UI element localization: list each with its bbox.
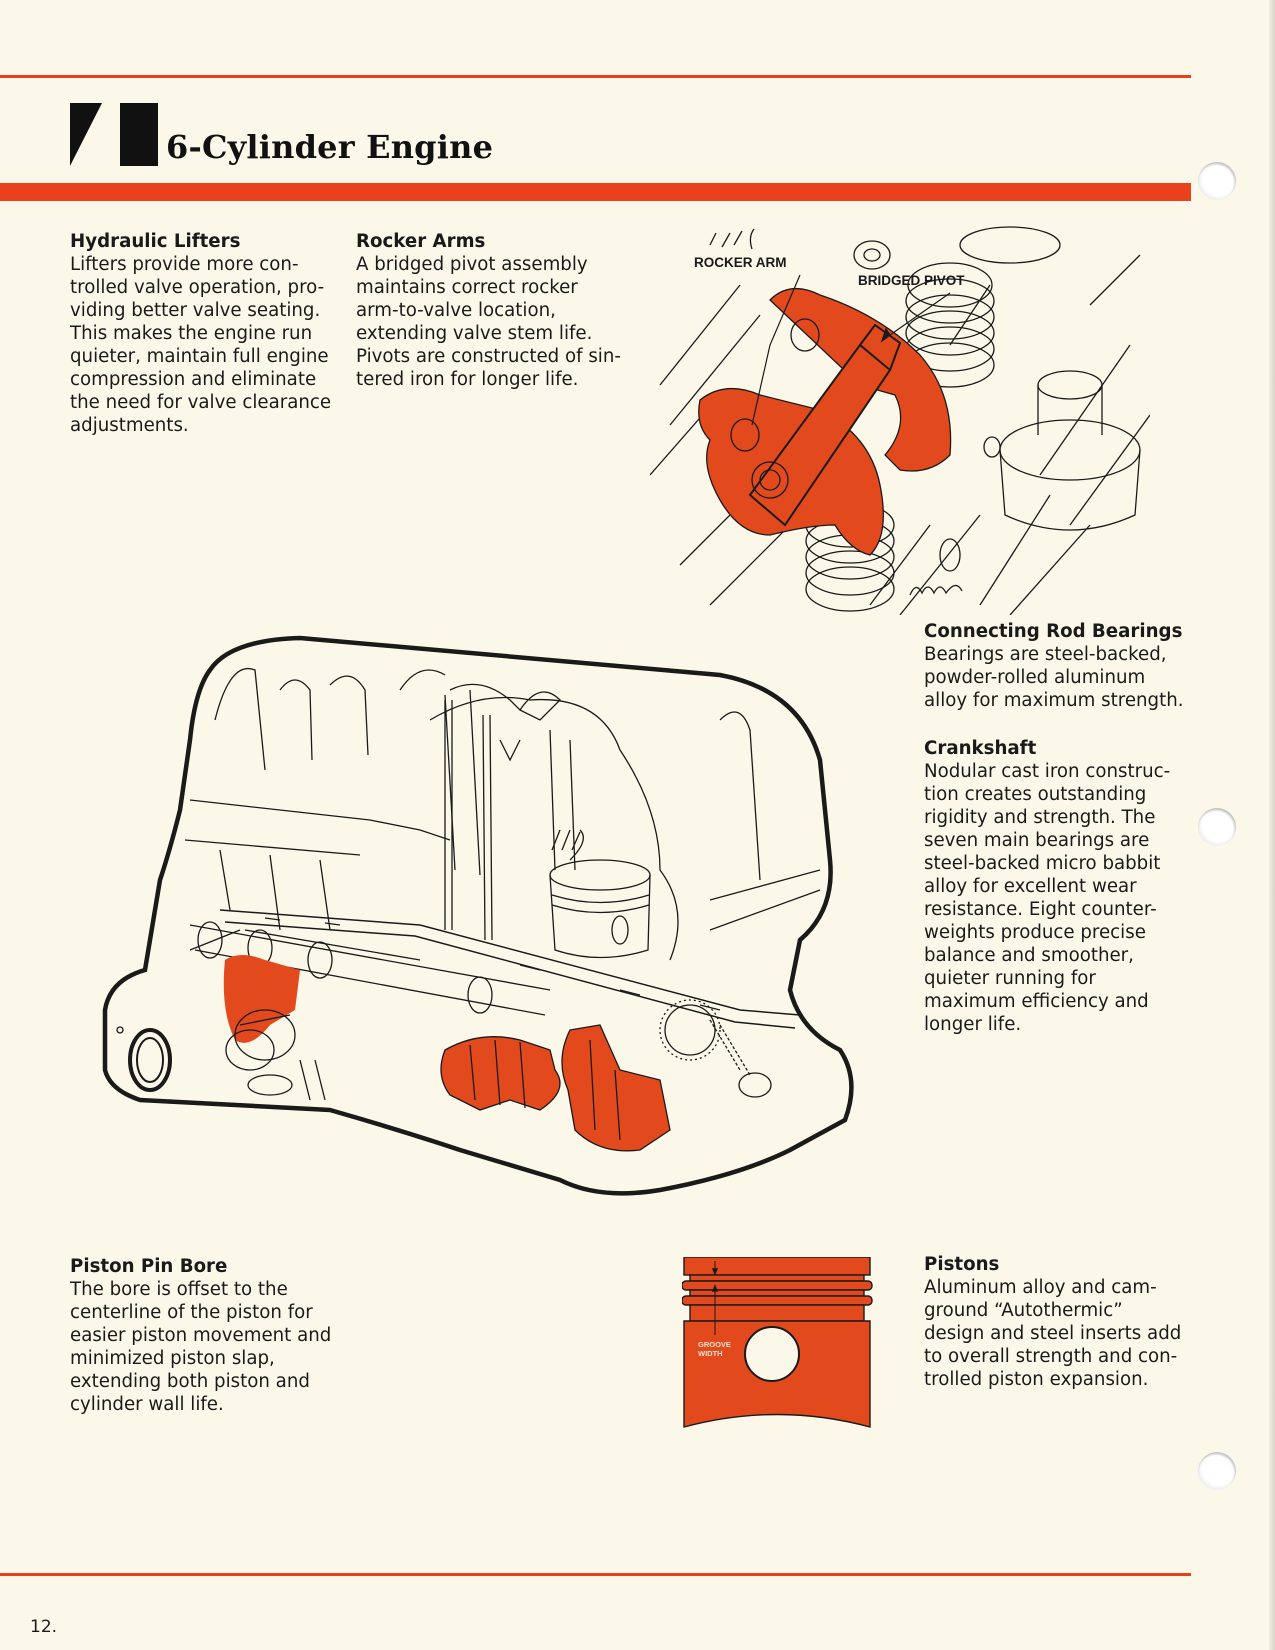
highlight-crankshaft — [440, 1024, 671, 1152]
page-edge — [1269, 0, 1275, 1650]
bottom-rule — [0, 1573, 1191, 1576]
callout-rocker-arm: ROCKER ARM — [694, 255, 787, 270]
camshaft — [189, 921, 551, 1016]
section-body: The bore is offset to the centerline of … — [70, 1279, 332, 1415]
top-rule — [0, 75, 1191, 78]
section-heading: Connecting Rod Bearings — [924, 621, 1183, 642]
callout-bridged-pivot: BRIDGED PIVOT — [858, 273, 965, 288]
brand-mark-icon — [70, 103, 158, 166]
section-body: Lifters provide more con- trolled valve … — [70, 254, 332, 436]
section-heading: Rocker Arms — [356, 231, 486, 252]
header-band — [0, 183, 1191, 201]
engine-cutaway-illustration — [100, 630, 900, 1200]
section-body: Aluminum alloy and cam- ground “Autother… — [924, 1277, 1182, 1390]
page-title: 6-Cylinder Engine — [166, 128, 494, 166]
highlight-cam-lobe — [223, 955, 300, 1043]
section-crankshaft: Crankshaft Nodular cast iron construc- t… — [924, 737, 1204, 1036]
section-piston-pin-bore: Piston Pin Bore The bore is offset to th… — [70, 1255, 350, 1416]
punch-hole-bottom — [1198, 1452, 1236, 1490]
piston-groove-illustration: GROOVE WIDTH — [682, 1257, 882, 1432]
section-body: Bearings are steel-backed, powder-rolled… — [924, 644, 1184, 711]
section-body: A bridged pivot assembly maintains corre… — [356, 254, 621, 390]
section-heading: Pistons — [924, 1254, 1000, 1275]
punch-hole-top — [1198, 162, 1236, 200]
section-pistons: Pistons Aluminum alloy and cam- ground “… — [924, 1253, 1204, 1391]
section-heading: Crankshaft — [924, 738, 1037, 759]
width-label: WIDTH — [698, 1349, 723, 1358]
groove-label: GROOVE — [698, 1340, 731, 1349]
page-number: 12. — [30, 1617, 58, 1637]
section-rocker-arms: Rocker Arms A bridged pivot assembly mai… — [356, 230, 626, 391]
engine-block-outline — [102, 635, 854, 1196]
section-hydraulic-lifters: Hydraulic Lifters Lifters provide more c… — [70, 230, 340, 437]
section-connecting-rod-bearings: Connecting Rod Bearings Bearings are ste… — [924, 620, 1204, 712]
rocker-arm-highlight — [698, 288, 952, 556]
section-body: Nodular cast iron construc- tion creates… — [924, 761, 1171, 1035]
punch-hole-middle — [1198, 808, 1236, 846]
rocker-arm-illustration: ROCKER ARM BRIDGED PIVOT — [650, 225, 1150, 615]
section-heading: Hydraulic Lifters — [70, 231, 241, 252]
section-heading: Piston Pin Bore — [70, 1256, 228, 1277]
